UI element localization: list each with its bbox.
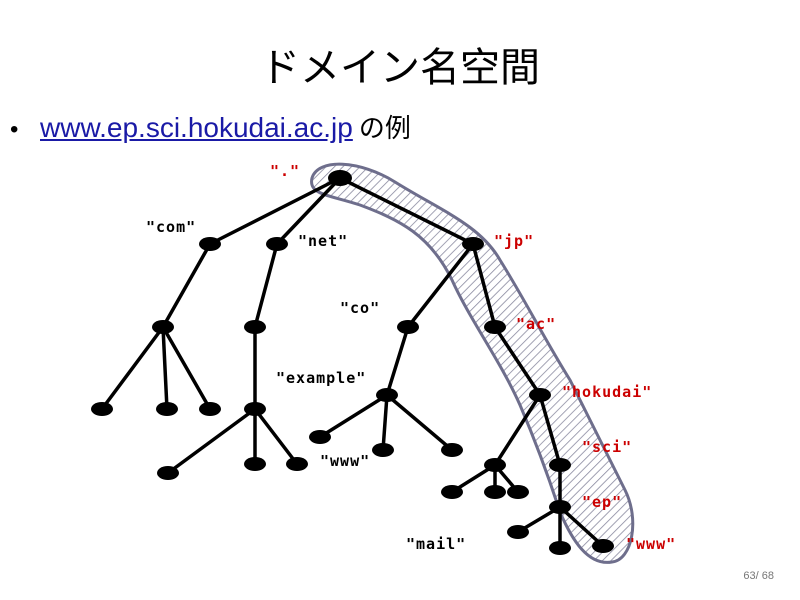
node-root xyxy=(328,170,352,186)
bullet-icon: • xyxy=(10,116,19,143)
page-number: 63/ 68 xyxy=(743,570,774,582)
node-www xyxy=(372,443,394,457)
node xyxy=(152,320,174,334)
node xyxy=(309,430,331,444)
label-root: "." xyxy=(270,162,300,180)
node xyxy=(91,402,113,416)
label-example: "example" xyxy=(276,369,366,387)
label-ep: "ep" xyxy=(582,493,622,511)
label-www: "www" xyxy=(320,452,370,470)
node-hokudai xyxy=(529,388,551,402)
tree-labels: "." "com" "net" "jp" "co" "ac" "example"… xyxy=(146,162,676,553)
tree-edges xyxy=(100,176,605,550)
node-com xyxy=(199,237,221,251)
label-ac: "ac" xyxy=(516,315,556,333)
node xyxy=(244,457,266,471)
page-separator: / xyxy=(755,570,762,582)
node-ep xyxy=(549,500,571,514)
bullet-suffix: の例 xyxy=(358,114,411,144)
label-jp: "jp" xyxy=(494,232,534,250)
label-com: "com" xyxy=(146,218,196,236)
label-mail: "mail" xyxy=(406,535,466,553)
page-total: 68 xyxy=(761,570,774,582)
slide-title: ドメイン名空間 xyxy=(260,45,540,91)
node xyxy=(484,458,506,472)
label-net: "net" xyxy=(298,232,348,250)
node xyxy=(549,541,571,555)
domain-link[interactable]: www.ep.sci.hokudai.ac.jp xyxy=(40,112,353,143)
node-mail xyxy=(507,525,529,539)
label-sci: "sci" xyxy=(582,438,632,456)
label-co: "co" xyxy=(340,299,380,317)
node-example xyxy=(376,388,398,402)
node-jp xyxy=(462,237,484,251)
node xyxy=(441,485,463,499)
label-www-target: "www" xyxy=(626,535,676,553)
node xyxy=(484,485,506,499)
page-current: 63 xyxy=(743,570,756,582)
node-co xyxy=(397,320,419,334)
node xyxy=(156,402,178,416)
node xyxy=(286,457,308,471)
node xyxy=(244,320,266,334)
node xyxy=(441,443,463,457)
node-net xyxy=(266,237,288,251)
bullet-example: • www.ep.sci.hokudai.ac.jp の例 xyxy=(10,108,411,145)
node-ac xyxy=(484,320,506,334)
node-sci xyxy=(549,458,571,472)
label-hokudai: "hokudai" xyxy=(562,383,652,401)
node xyxy=(157,466,179,480)
node-www-target xyxy=(592,539,614,553)
node xyxy=(244,402,266,416)
tree-nodes xyxy=(91,170,614,555)
node xyxy=(199,402,221,416)
node xyxy=(507,485,529,499)
